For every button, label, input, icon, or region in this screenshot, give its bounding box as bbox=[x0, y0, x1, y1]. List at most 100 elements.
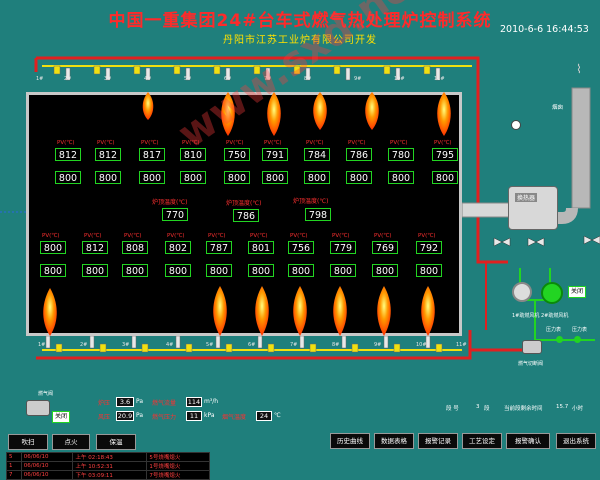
exit-system-button[interactable]: 退出系统 bbox=[556, 433, 596, 449]
pressure-gauge-icon bbox=[511, 120, 521, 130]
gas-flow-unit: m³/h bbox=[204, 398, 219, 405]
lower-sv-value[interactable]: 800 bbox=[416, 264, 442, 277]
upper-sv-value[interactable]: 800 bbox=[346, 171, 372, 184]
bottom-zone-label: 8# bbox=[332, 342, 340, 348]
alarm-cell-msg: 7号烧嘴熄火 bbox=[146, 470, 210, 480]
gas-valve-icon[interactable] bbox=[522, 340, 542, 354]
alarm-cell-time: 上午 10:52:31 bbox=[72, 461, 148, 471]
upper-pv-value: 810 bbox=[180, 148, 206, 161]
top-zone-label: 7# bbox=[264, 76, 272, 82]
alarm-record-button[interactable]: 报警记录 bbox=[418, 433, 458, 449]
lower-sv-value[interactable]: 800 bbox=[206, 264, 232, 277]
lower-pv-value: 808 bbox=[122, 241, 148, 254]
lower-pv-value: 792 bbox=[416, 241, 442, 254]
gas-main-status: 关闭 bbox=[52, 411, 71, 423]
alarm-cell-no: 5 bbox=[6, 452, 22, 462]
page-title: 中国一重集团24#台车式燃气热处理炉控制系统 bbox=[108, 11, 492, 31]
bottom-zone-label: 3# bbox=[122, 342, 130, 348]
lower-pv-value: 756 bbox=[288, 241, 314, 254]
ignite-button[interactable]: 点火 bbox=[52, 434, 90, 450]
lower-temp-label: PV(℃) bbox=[208, 233, 226, 239]
remaining-time-value: 15.7 bbox=[556, 404, 569, 410]
lower-temp-label: PV(℃) bbox=[250, 233, 268, 239]
furnace-pressure-label: 炉压 bbox=[98, 400, 111, 407]
flue-temp-label: 烟气温度 bbox=[222, 414, 247, 421]
segment-label: 段 号 bbox=[446, 406, 459, 412]
process-setting-button[interactable]: 工艺设定 bbox=[462, 433, 502, 449]
lower-pv-value: 779 bbox=[330, 241, 356, 254]
bottom-zone-label: 9# bbox=[374, 342, 382, 348]
fan-status-badge: 关闭 bbox=[568, 286, 587, 298]
top-zone-label: 1# bbox=[36, 76, 44, 82]
top-zone-label: 9# bbox=[354, 76, 362, 82]
pressure2-led bbox=[574, 336, 581, 343]
gas-main-label: 燃气阀 bbox=[38, 391, 54, 397]
upper-temp-label: PV(℃) bbox=[348, 140, 366, 146]
upper-temp-label: PV(℃) bbox=[57, 140, 75, 146]
pressure1-label: 压力表 bbox=[546, 327, 562, 333]
fan2-icon[interactable] bbox=[541, 282, 563, 304]
lower-temp-label: PV(℃) bbox=[124, 233, 142, 239]
top-zone-label: 6# bbox=[224, 76, 232, 82]
lower-sv-value[interactable]: 800 bbox=[288, 264, 314, 277]
lower-sv-value[interactable]: 800 bbox=[40, 264, 66, 277]
hold-button[interactable]: 保温 bbox=[96, 434, 136, 450]
gas-flow-label: 燃气流量 bbox=[152, 400, 177, 407]
fan1-label: 1#助燃风机 bbox=[512, 313, 540, 319]
upper-sv-value[interactable]: 800 bbox=[55, 171, 81, 184]
history-curve-button[interactable]: 历史曲线 bbox=[330, 433, 370, 449]
bottom-zone-label: 2# bbox=[80, 342, 88, 348]
lower-pv-value: 769 bbox=[372, 241, 398, 254]
heat-exchanger[interactable]: 换热器 bbox=[508, 186, 558, 230]
top-zone-label: 3# bbox=[104, 76, 112, 82]
air-pressure-label: 风压 bbox=[98, 414, 111, 421]
upper-sv-value[interactable]: 800 bbox=[388, 171, 414, 184]
air-pressure-value: 20.9 bbox=[116, 411, 134, 421]
chimney-cap-icon: ⌇ bbox=[576, 62, 582, 76]
alarm-cell-time: 下午 03:09:11 bbox=[72, 470, 148, 480]
fan2-label: 2#助燃风机 bbox=[541, 313, 569, 319]
top-zone-label: 10# bbox=[394, 76, 405, 82]
upper-sv-value[interactable]: 800 bbox=[304, 171, 330, 184]
upper-temp-label: PV(℃) bbox=[390, 140, 408, 146]
upper-sv-value[interactable]: 800 bbox=[180, 171, 206, 184]
lower-sv-value[interactable]: 800 bbox=[165, 264, 191, 277]
lower-temp-label: PV(℃) bbox=[42, 233, 60, 239]
center-temp-label-3: 炉顶温度(℃) bbox=[293, 198, 329, 205]
upper-sv-value[interactable]: 800 bbox=[139, 171, 165, 184]
alarm-cell-no: 7 bbox=[6, 470, 22, 480]
bottom-zone-label: 7# bbox=[290, 342, 298, 348]
gas-main-icon[interactable] bbox=[26, 400, 50, 416]
upper-sv-value[interactable]: 800 bbox=[432, 171, 458, 184]
bottom-zone-label: 10# bbox=[416, 342, 427, 348]
lower-sv-value[interactable]: 800 bbox=[248, 264, 274, 277]
alarm-ack-button[interactable]: 报警确认 bbox=[506, 433, 550, 449]
bottom-zone-label: 11# bbox=[456, 342, 467, 348]
lower-sv-value[interactable]: 800 bbox=[372, 264, 398, 277]
lower-sv-value[interactable]: 800 bbox=[82, 264, 108, 277]
heat-exchanger-label: 换热器 bbox=[515, 193, 538, 202]
lower-temp-label: PV(℃) bbox=[374, 233, 392, 239]
upper-sv-value[interactable]: 800 bbox=[224, 171, 250, 184]
center-temp-2: 786 bbox=[233, 209, 259, 222]
fan1-icon[interactable] bbox=[512, 282, 532, 302]
alarm-cell-msg: 1号烧嘴熄火 bbox=[146, 461, 210, 471]
lower-sv-value[interactable]: 800 bbox=[330, 264, 356, 277]
lower-pv-value: 801 bbox=[248, 241, 274, 254]
data-table-button[interactable]: 数据表格 bbox=[374, 433, 414, 449]
upper-pv-value: 786 bbox=[346, 148, 372, 161]
bottom-zone-label: 5# bbox=[206, 342, 214, 348]
upper-sv-value[interactable]: 800 bbox=[95, 171, 121, 184]
lower-sv-value[interactable]: 800 bbox=[122, 264, 148, 277]
center-temp-3: 798 bbox=[305, 208, 331, 221]
alarm-cell-time: 上午 02:18:43 bbox=[72, 452, 148, 462]
flame-layer bbox=[43, 92, 451, 336]
purge-button[interactable]: 吹扫 bbox=[8, 434, 48, 450]
gas-valve-label: 燃气切断阀 bbox=[518, 361, 544, 367]
upper-sv-value[interactable]: 800 bbox=[262, 171, 288, 184]
